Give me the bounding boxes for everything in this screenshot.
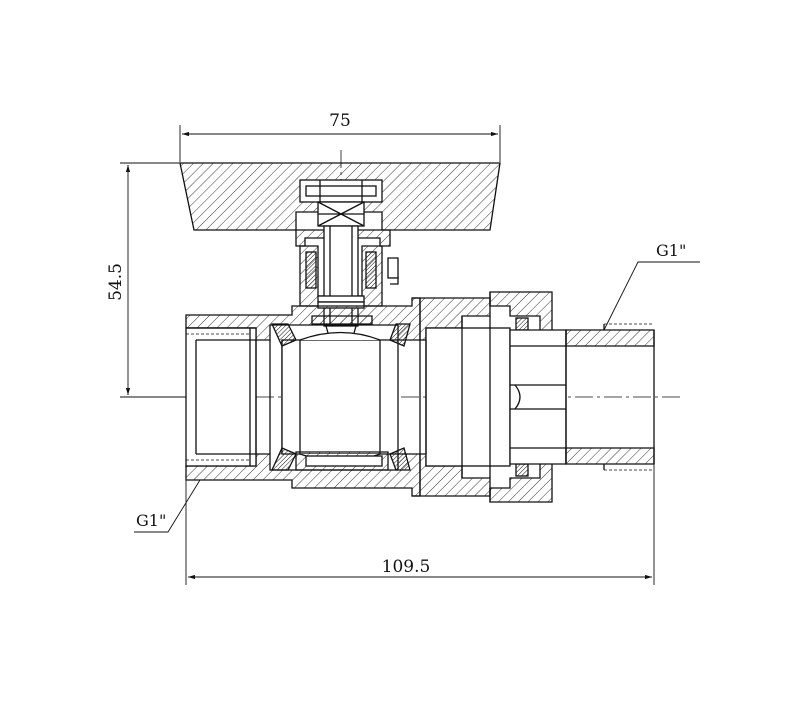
handle-width-label: 75 bbox=[329, 111, 351, 131]
valve-body bbox=[185, 297, 421, 497]
seat-rings bbox=[270, 323, 411, 471]
dimension-height bbox=[120, 162, 186, 398]
right-thread-label: G1" bbox=[656, 241, 686, 260]
butterfly-handle bbox=[179, 162, 501, 231]
left-thread-label: G1" bbox=[136, 511, 166, 530]
dimension-handle-width bbox=[179, 125, 501, 162]
male-thread-end bbox=[565, 323, 655, 471]
thread-callout-leaders bbox=[134, 261, 700, 533]
ball bbox=[281, 315, 399, 471]
height-label: 54.5 bbox=[106, 263, 126, 301]
total-length-label: 109.5 bbox=[382, 557, 431, 577]
union-body bbox=[412, 291, 567, 503]
dimension-total-length bbox=[185, 464, 655, 585]
